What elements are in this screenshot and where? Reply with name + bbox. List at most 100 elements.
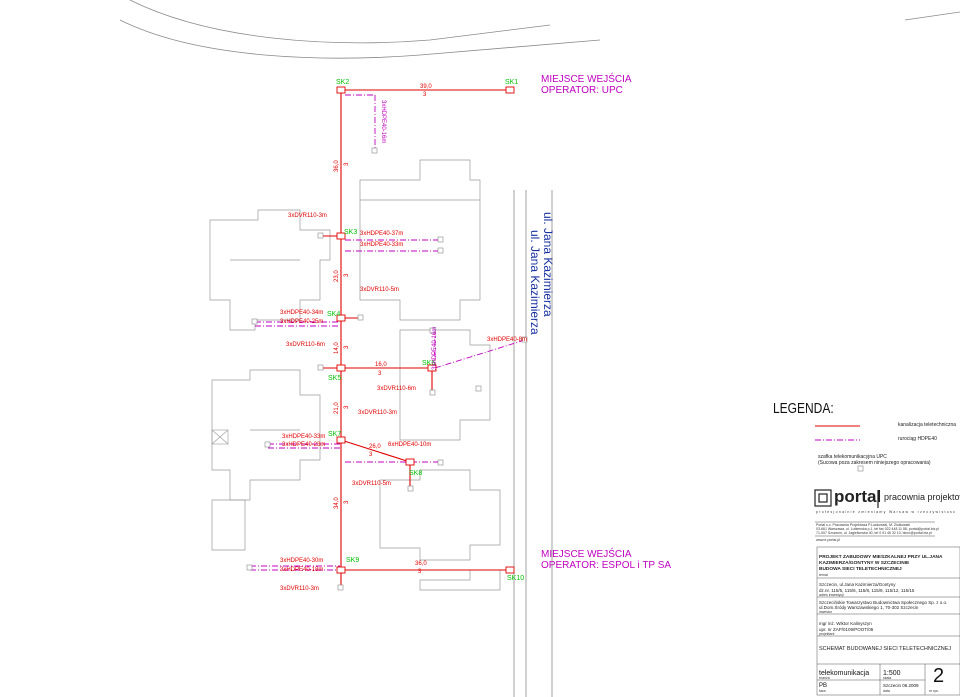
legend-title: LEGENDA:: [773, 400, 834, 417]
span-sk2-sk1: 39,0: [420, 84, 432, 90]
sheet-number: 2: [933, 665, 945, 687]
dvr-label-sk5: 3xDVR110-6m: [286, 342, 325, 348]
hdpe-label-sk4-a: 3xHDPE40-34m: [280, 310, 324, 316]
sk1-label: SK1: [505, 79, 519, 86]
legend-item-cabinet-note: (Sucowa poza zakresem niniejszego opraco…: [818, 460, 931, 466]
hdpe-label-sk3-a: 3xHDPE40-37m: [360, 231, 404, 237]
dvr-label-sk9: 3xDVR110-3m: [280, 586, 319, 592]
scale-caption: skala: [883, 676, 892, 680]
span-sk9-sk10-n: 3: [418, 569, 422, 575]
date-value: Szczecin 06.2009: [883, 683, 919, 688]
branch-value: telekomunikacja: [819, 670, 870, 677]
marker-boxes: [211, 429, 229, 445]
project-caption: temat: [819, 573, 828, 577]
sk7-label: SK7: [328, 431, 342, 438]
hdpe-label-sk7-c: 6xHDPE40-10m: [388, 442, 432, 448]
span-sk3-sk4: 23,0: [334, 270, 340, 282]
sk3-label: SK3: [344, 229, 358, 236]
hdpe-label-street: 3xHDPE40-8m: [487, 337, 528, 343]
address-caption: adres inwestycji: [819, 593, 844, 597]
sk-chambers: [336, 86, 515, 574]
sk8-label: SK8: [409, 470, 423, 477]
duct-label-top: 3xHDPE40-16m: [380, 100, 386, 144]
span-sk7-sk9-n: 3: [344, 500, 350, 504]
scale-value: 1:500: [883, 670, 901, 677]
dvr-label-sk3: 3xDVR110-3m: [288, 213, 327, 219]
span-sk5-sk6: 16,0: [375, 362, 387, 368]
company-logo-text: portal: [834, 487, 882, 506]
span-sk7-sk9: 34,0: [334, 497, 340, 509]
sheet-caption: nr rys.: [929, 689, 939, 693]
designer-line-2: upr. nr ZAP/0109/POOT/06: [819, 627, 874, 632]
entry-espol-line1: MIEJSCE WEJŚCIA: [541, 549, 632, 560]
span-sk7-sk8: 26,0: [369, 444, 381, 450]
phase-value: PB: [819, 683, 828, 689]
entry-upc-line1: MIEJSCE WEJŚCIA: [541, 74, 632, 85]
investor-line-2: ul.Dom.Śródy Warszawskiego 1, 70-302 Szc…: [819, 605, 919, 610]
end-boxes: [246, 147, 864, 591]
address-line-1: Szczecin, ul.Jana Kazimierza/Gontyny: [819, 582, 896, 587]
span-sk4-sk5-n: 3: [344, 345, 350, 349]
span-sk4-sk5: 14,0: [334, 342, 340, 354]
designer-caption: projektant: [819, 632, 835, 636]
entry-espol-line2: OPERATOR: ESPOL i TP SA: [541, 560, 672, 571]
company-address-2: 03-661 Warszawa, ul. Lubienska p.1, tel …: [816, 527, 940, 531]
hdpe-label-sk7-b: 3xHDPE40-23m: [282, 442, 326, 448]
sk10-label: SK10: [507, 575, 525, 582]
hdpe-ducts: [250, 94, 526, 571]
title-block-frame: [816, 546, 960, 696]
company-subtitle: profesjonalnie zmieniamy Warsaw w rzeczy…: [816, 510, 957, 514]
legend-item-cable: kanalizacja teletechniczna: [898, 422, 957, 428]
span-sk2-sk3-n: 3: [344, 162, 350, 166]
address-line-2: dz.nr. 115/5, 115/6, 115/8, 115/9, 115/1…: [819, 588, 915, 593]
hdpe-label-sk9-b: 3xHDPE40-18m: [280, 567, 324, 573]
sk5-label: SK5: [328, 375, 342, 382]
buildings: [209, 159, 501, 591]
span-sk9-sk10: 36,0: [415, 561, 427, 567]
date-caption: data: [883, 689, 890, 693]
company-logo-graphic: [814, 489, 935, 537]
span-sk5-sk7: 21,0: [334, 402, 340, 414]
company-tagline: pracownia projektowa: [884, 492, 960, 502]
hdpe-label-sk4-b: 3xHDPE40-25m: [280, 319, 324, 325]
duct-label-sk6: 3xHDPE40-16m: [432, 326, 438, 370]
legend-item-duct: rurociąg HDPE40: [898, 436, 937, 442]
hdpe-label-sk3-b: 3xHDPE40-33m: [360, 242, 404, 248]
sk6-label: SK6: [422, 360, 436, 367]
drawing-title: SCHEMAT BUDOWANEJ SIECI TELETECHNICZNEJ: [819, 646, 952, 652]
sk9-label: SK9: [346, 557, 360, 564]
project-line-1: PROJEKT ZABUDOWY MIESZKALNEJ PRZY UL.JAN…: [819, 555, 943, 560]
designer-line-1: mgr inż. Wiktor Kalinyszyn: [819, 621, 872, 626]
investor-line-1: Szczecińskie Towarzystwo Budownictwa Spo…: [819, 600, 948, 605]
sk2-label: SK2: [336, 79, 350, 86]
sk4-label: SK4: [327, 311, 341, 318]
company-web[interactable]: www.e-portal.pl: [816, 538, 840, 542]
project-line-2: KAZIMIERZA/GONTYNY W SZCZECINIE: [819, 561, 910, 566]
legend-item-cabinet: szafka telekomunikacyjna UPC: [818, 454, 887, 460]
branch-caption: branża: [819, 676, 830, 680]
span-sk3-sk4-n: 3: [344, 273, 350, 277]
entry-upc-line2: OPERATOR: UPC: [541, 85, 623, 96]
dvr-cables: [320, 89, 510, 585]
street-name-2: ul. Jana Kazimierza: [528, 230, 542, 335]
dvr-label-sk4: 3xDVR110-5m: [360, 287, 399, 293]
span-sk7-sk8-n: 3: [369, 452, 373, 458]
span-sk2-sk1-n: 3: [423, 92, 427, 98]
investor-caption: inwestor: [819, 610, 833, 614]
road-curbs: [119, 0, 960, 697]
street-name-1: ul. Jana Kazimierza: [541, 212, 555, 317]
hdpe-label-sk9-a: 3xHDPE40-30m: [280, 558, 324, 564]
dvr-label-sk7: 3xDVR110-3m: [358, 410, 397, 416]
span-sk5-sk6-n: 3: [378, 371, 382, 377]
company-address-1: Portal s.c. Pracownia Projektowa P.Lucko…: [816, 523, 911, 527]
project-line-3: BUDOWA SIECI TELETECHNICZNEJ: [819, 567, 902, 572]
company-address-3: 71-007 Szczecin, ul. Jagiellonska 40, te…: [816, 531, 932, 535]
phase-caption: faza: [819, 689, 826, 693]
dvr-label-sk8: 3xDVR110-5m: [352, 481, 391, 487]
legend-samples: [815, 425, 860, 441]
dvr-label-sk6: 3xDVR110-6m: [377, 386, 416, 392]
span-sk5-sk7-n: 3: [344, 405, 350, 409]
hdpe-label-sk7-a: 3xHDPE40-33m: [282, 434, 326, 440]
span-sk2-sk3: 36,0: [334, 160, 340, 172]
